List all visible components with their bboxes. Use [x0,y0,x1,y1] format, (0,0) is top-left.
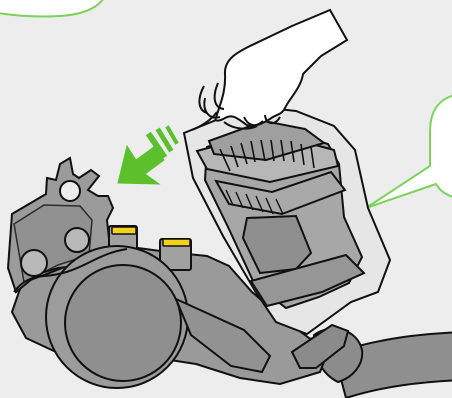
vacuum-wheel-inner [65,265,181,381]
frame-hole-left [21,250,47,276]
frame-hole-top [60,181,80,201]
release-button-left-yellow-cap [112,227,136,234]
hand [216,10,347,126]
top-left-speech-bubble [0,0,110,17]
frame-hole-center [65,228,89,252]
arrow-down-left-icon [118,146,164,184]
release-button-right-yellow-cap [163,239,190,246]
right-speech-bubble [366,94,452,208]
